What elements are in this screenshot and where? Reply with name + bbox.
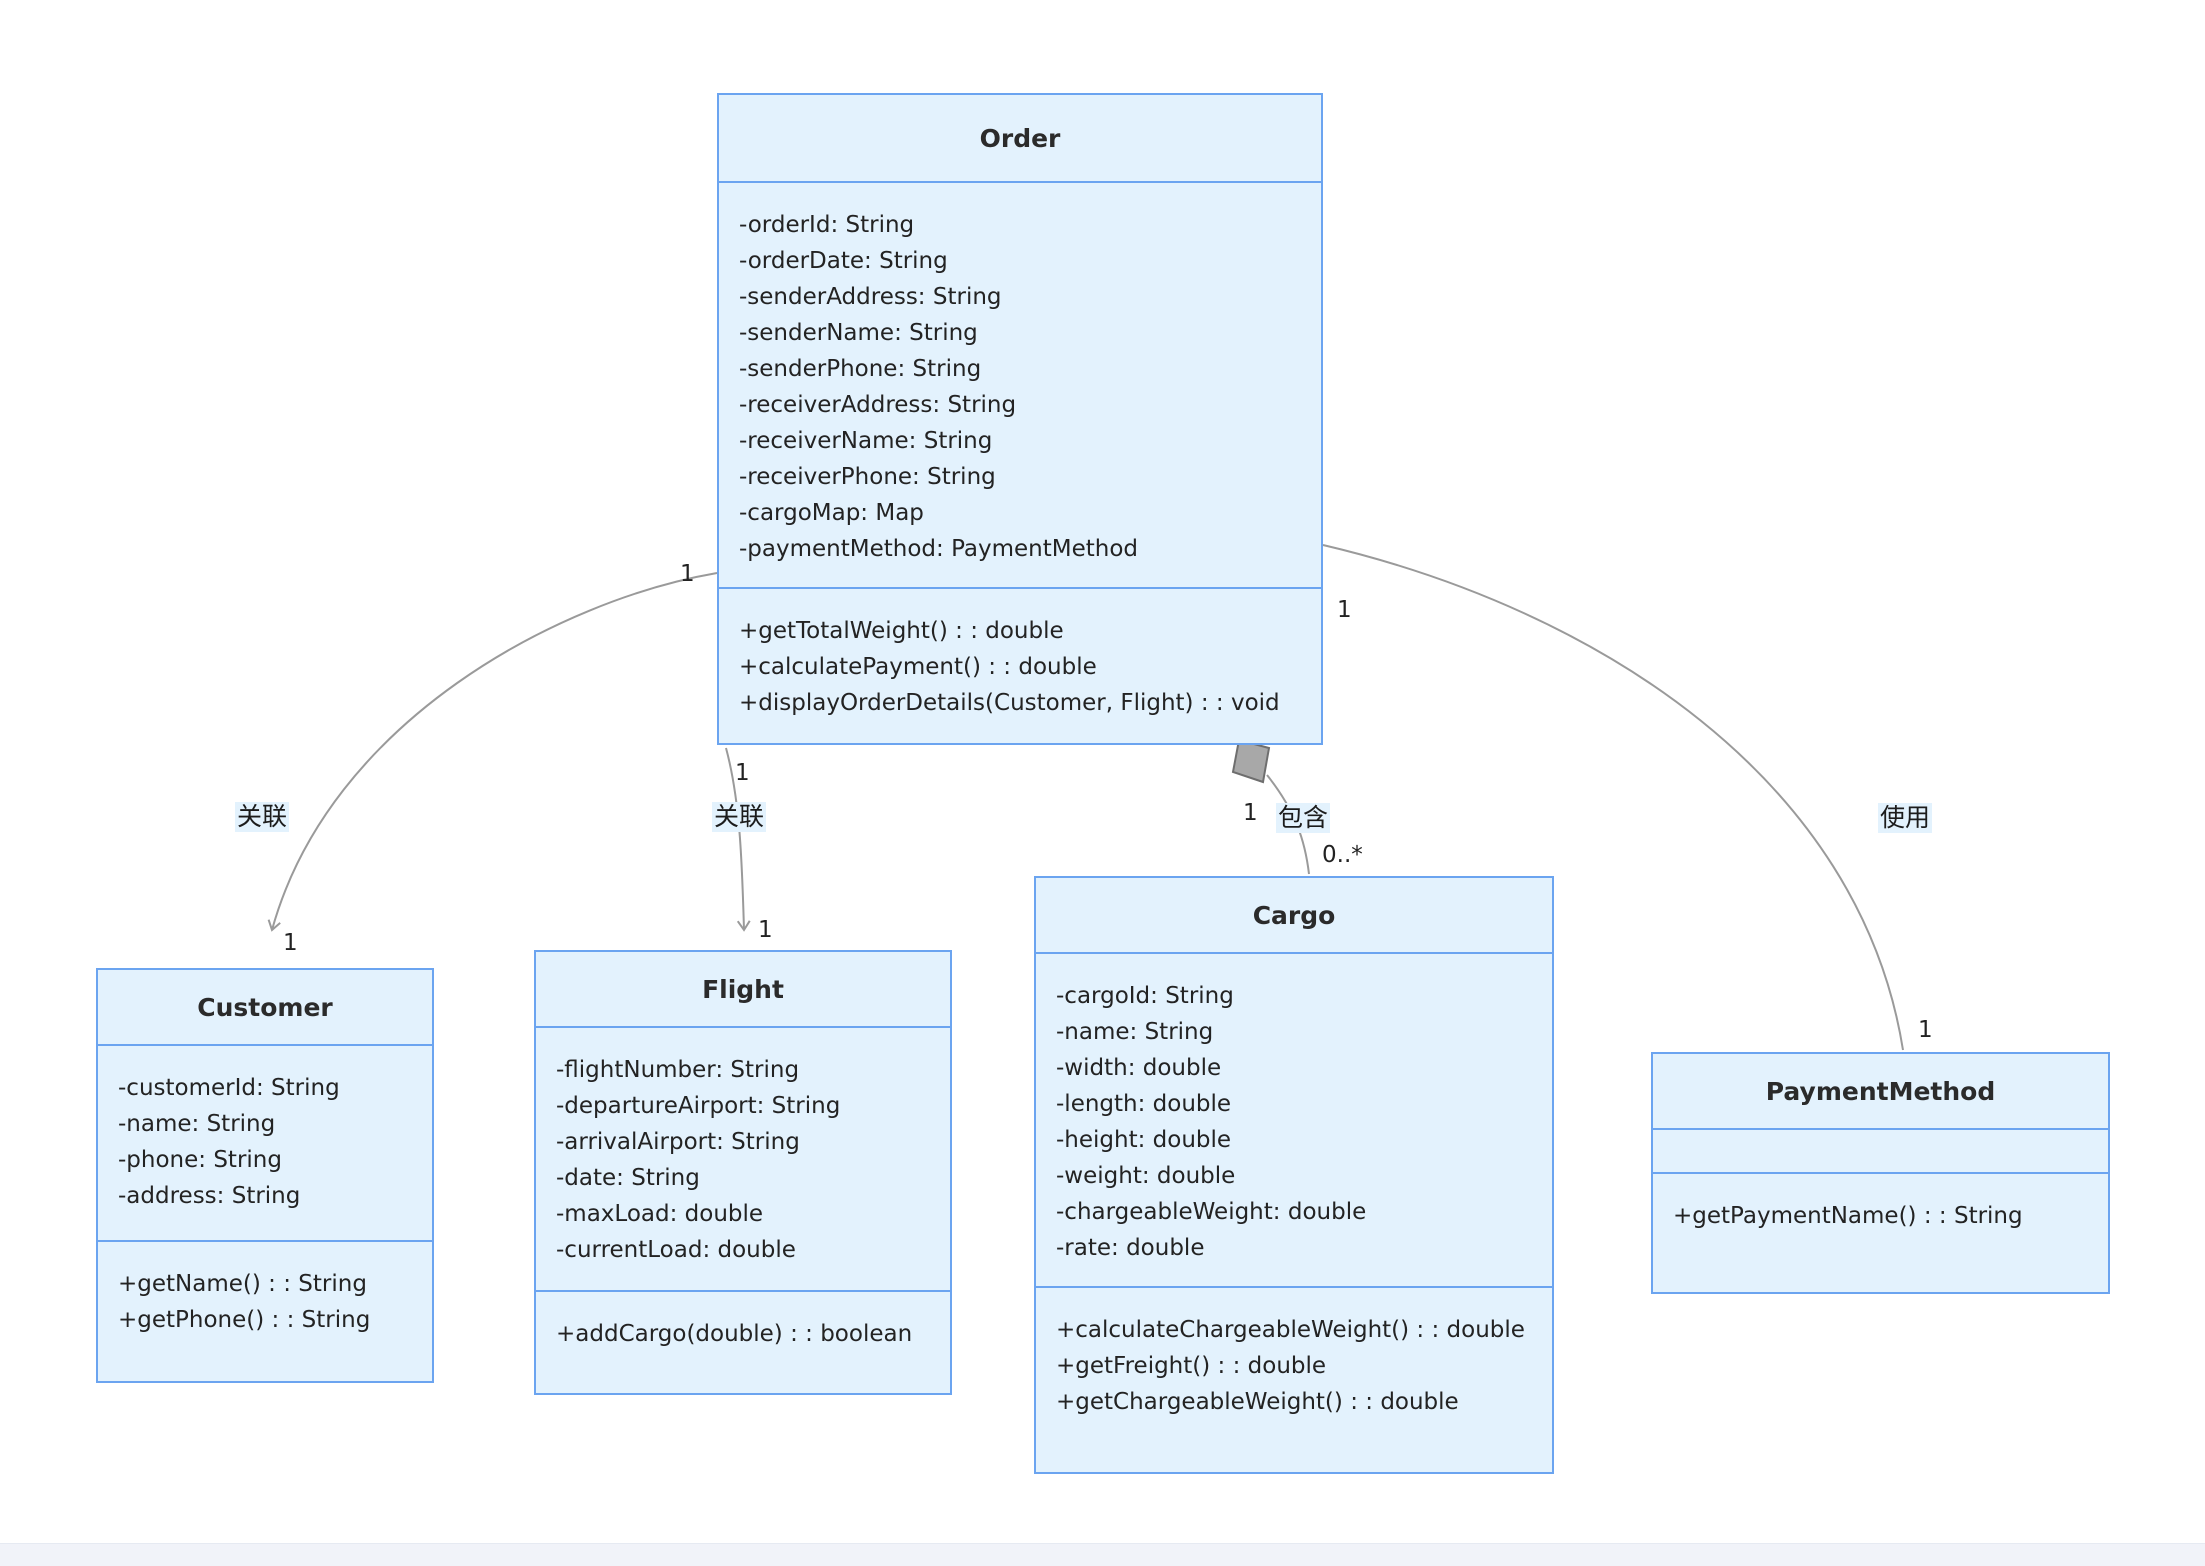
multiplicity-order-cargo-source: 1 [1243,800,1258,826]
class-methods-payment-method: +getPaymentName() : : String [1653,1172,2108,1262]
class-title-order: Order [979,123,1061,153]
class-attributes-flight: -flightNumber: String -departureAirport:… [536,1026,950,1290]
multiplicity-order-payment-target: 1 [1918,1017,1933,1043]
method: +calculatePayment() : : double [739,654,1097,680]
attribute: -length: double [1056,1091,1232,1117]
attribute: -arrivalAirport: String [556,1129,800,1155]
attribute: -departureAirport: String [556,1093,841,1119]
method: +addCargo(double) : : boolean [556,1321,913,1347]
edge-label-order-customer: 关联 [235,802,290,832]
multiplicity-order-payment-source: 1 [1337,597,1352,623]
attribute: -flightNumber: String [556,1057,800,1083]
edge-label-order-flight: 关联 [712,802,767,832]
attribute: -weight: double [1056,1163,1236,1189]
class-box-payment-method[interactable]: PaymentMethod +getPaymentName() : : Stri… [1651,1052,2110,1294]
class-box-flight[interactable]: Flight -flightNumber: String -departureA… [534,950,952,1395]
class-box-customer[interactable]: Customer -customerId: String -name: Stri… [96,968,434,1383]
edge-label-order-payment: 使用 [1878,803,1933,833]
method: +calculateChargeableWeight() : : double [1056,1317,1525,1343]
attribute: -currentLoad: double [556,1237,796,1263]
attribute: -orderDate: String [739,248,948,274]
attribute: -receiverPhone: String [739,464,996,490]
class-attributes-order: -orderId: String -orderDate: String -sen… [719,181,1321,587]
method: +getPaymentName() : : String [1673,1203,2023,1229]
attribute: -senderName: String [739,320,978,346]
class-attributes-customer: -customerId: String -name: String -phone… [98,1044,432,1240]
attribute: -cargoId: String [1056,983,1234,1009]
attribute: -name: String [1056,1019,1214,1045]
multiplicity-order-customer-target: 1 [283,930,298,956]
class-box-order[interactable]: Order -orderId: String -orderDate: Strin… [717,93,1323,745]
attribute: -receiverName: String [739,428,993,454]
attribute: -maxLoad: double [556,1201,764,1227]
attribute: -receiverAddress: String [739,392,1017,418]
method: +getChargeableWeight() : : double [1056,1389,1459,1415]
class-title-flight: Flight [702,974,784,1004]
edge-order-customer [267,572,718,932]
class-methods-cargo: +calculateChargeableWeight() : : double … [1036,1286,1552,1446]
attribute: -orderId: String [739,212,915,238]
attribute: -paymentMethod: PaymentMethod [739,536,1139,562]
class-title-cargo: Cargo [1252,900,1336,930]
attribute: -name: String [118,1111,276,1137]
attribute: -height: double [1056,1127,1232,1153]
class-box-cargo[interactable]: Cargo -cargoId: String -name: String -wi… [1034,876,1554,1474]
class-methods-flight: +addCargo(double) : : boolean [536,1290,950,1375]
class-methods-customer: +getName() : : String +getPhone() : : St… [98,1240,432,1363]
class-attributes-payment-method [1653,1128,2108,1172]
class-attributes-cargo: -cargoId: String -name: String -width: d… [1036,952,1552,1286]
method: +displayOrderDetails(Customer, Flight) :… [739,690,1280,716]
method: +getName() : : String [118,1271,367,1297]
multiplicity-order-customer-source: 1 [680,561,695,587]
attribute: -date: String [556,1165,700,1191]
method: +getTotalWeight() : : double [739,618,1064,644]
class-methods-order: +getTotalWeight() : : double +calculateP… [719,587,1321,747]
method: +getFreight() : : double [1056,1353,1327,1379]
attribute: -phone: String [118,1147,282,1173]
attribute: -rate: double [1056,1235,1205,1261]
attribute: -chargeableWeight: double [1056,1199,1367,1225]
footer-strip [0,1543,2205,1566]
multiplicity-order-flight-target: 1 [758,917,773,943]
class-title-payment-method: PaymentMethod [1765,1076,1996,1106]
attribute: -width: double [1056,1055,1222,1081]
edge-label-order-cargo: 包含 [1276,803,1331,833]
attribute: -customerId: String [118,1075,340,1101]
class-title-customer: Customer [197,992,333,1022]
attribute: -cargoMap: Map [739,500,924,526]
attribute: -address: String [118,1183,301,1209]
multiplicity-order-cargo-target: 0..* [1322,842,1363,868]
method: +getPhone() : : String [118,1307,371,1333]
multiplicity-order-flight-source: 1 [735,760,750,786]
attribute: -senderPhone: String [739,356,982,382]
attribute: -senderAddress: String [739,284,1002,310]
